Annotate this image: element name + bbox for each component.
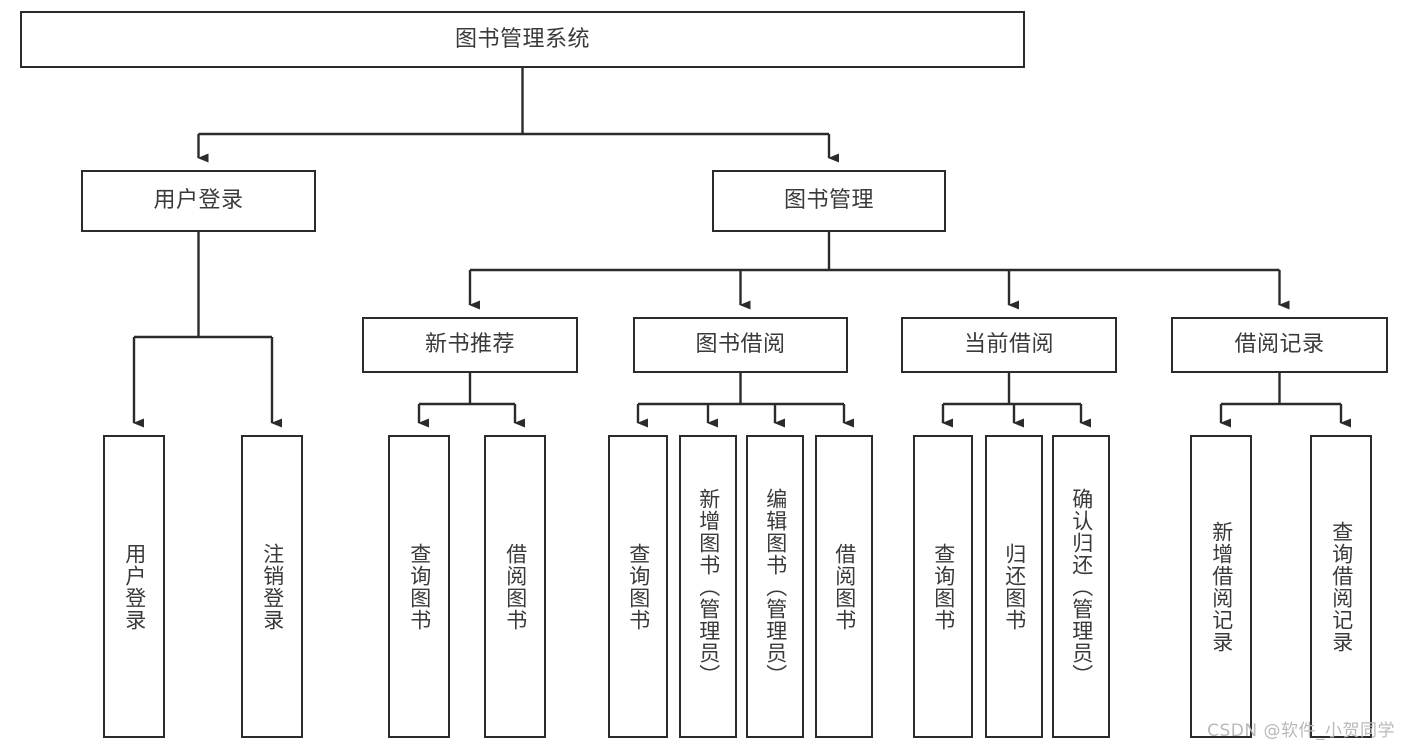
- node-label: 借阅图书: [503, 542, 528, 631]
- node-book-borrow[interactable]: 图书借阅: [633, 317, 848, 373]
- node-leaf-bb-add[interactable]: 新增图书（管理员）: [679, 435, 737, 738]
- node-leaf-cb-query[interactable]: 查询图书: [913, 435, 973, 738]
- node-leaf-user-login[interactable]: 用户登录: [103, 435, 165, 738]
- node-leaf-rec-borrow[interactable]: 借阅图书: [484, 435, 546, 738]
- node-label: 新增图书（管理员）: [696, 487, 721, 686]
- node-book-manage[interactable]: 图书管理: [712, 170, 946, 232]
- node-current-borrow[interactable]: 当前借阅: [901, 317, 1117, 373]
- node-label: 查询借阅记录: [1329, 520, 1354, 653]
- node-label: 借阅图书: [832, 542, 857, 631]
- node-borrow-record[interactable]: 借阅记录: [1171, 317, 1388, 373]
- node-label: 借阅记录: [1234, 332, 1325, 358]
- node-label: 确认归还（管理员）: [1069, 487, 1094, 686]
- node-label: 新增借阅记录: [1209, 520, 1234, 653]
- node-leaf-cb-return[interactable]: 归还图书: [985, 435, 1043, 738]
- node-label: 归还图书: [1002, 542, 1027, 631]
- node-leaf-br-query[interactable]: 查询借阅记录: [1310, 435, 1372, 738]
- node-label: 当前借阅: [963, 332, 1054, 358]
- node-label: 查询图书: [407, 542, 432, 631]
- node-label: 新书推荐: [424, 332, 515, 358]
- node-label: 查询图书: [626, 542, 651, 631]
- node-leaf-bb-borrow[interactable]: 借阅图书: [815, 435, 873, 738]
- node-label: 用户登录: [122, 542, 147, 631]
- node-label: 图书借阅: [695, 332, 786, 358]
- node-label: 编辑图书（管理员）: [763, 487, 788, 686]
- node-label: 查询图书: [931, 542, 956, 631]
- node-label: 图书管理系统: [454, 26, 590, 52]
- node-new-book-rec[interactable]: 新书推荐: [362, 317, 578, 373]
- node-label: 图书管理: [783, 188, 874, 214]
- node-root[interactable]: 图书管理系统: [20, 11, 1025, 68]
- node-label: 用户登录: [153, 188, 244, 214]
- node-leaf-cb-confirm[interactable]: 确认归还（管理员）: [1052, 435, 1110, 738]
- node-leaf-bb-edit[interactable]: 编辑图书（管理员）: [746, 435, 804, 738]
- node-label: 注销登录: [260, 542, 285, 631]
- node-leaf-bb-query[interactable]: 查询图书: [608, 435, 668, 738]
- node-leaf-rec-query[interactable]: 查询图书: [388, 435, 450, 738]
- node-user-login[interactable]: 用户登录: [81, 170, 316, 232]
- node-leaf-br-add[interactable]: 新增借阅记录: [1190, 435, 1252, 738]
- node-leaf-user-logout[interactable]: 注销登录: [241, 435, 303, 738]
